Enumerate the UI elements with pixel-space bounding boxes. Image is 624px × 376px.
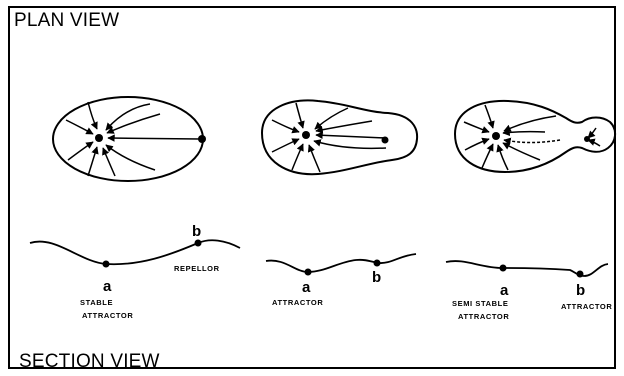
- point-b-marker-3: [577, 271, 584, 278]
- flow-arrows-2: [272, 103, 386, 172]
- flow-arrows-3: [464, 105, 600, 170]
- point-a-label-2: a: [302, 279, 311, 296]
- point-a-label-1: a: [103, 278, 112, 295]
- repellor-point-1: [198, 135, 206, 143]
- stable-attractor-label-line2: ATTRACTOR: [82, 311, 133, 320]
- attractor-point-2: [302, 131, 310, 139]
- point-a-marker-3: [500, 265, 507, 272]
- flow-arrows-1: [66, 102, 200, 176]
- point-b-marker-2: [374, 260, 381, 267]
- point-b-label-1: b: [192, 223, 201, 240]
- point-b-marker-1: [195, 240, 202, 247]
- point-b-label-2: b: [372, 269, 381, 286]
- section-panel-2: a b ATTRACTOR: [266, 254, 416, 307]
- attractor-label-2: ATTRACTOR: [272, 298, 323, 307]
- basin-outline-3: [455, 101, 615, 172]
- plan-panel-1: [53, 97, 206, 181]
- point-a-marker-1: [103, 261, 110, 268]
- point-a-marker-2: [305, 269, 312, 276]
- semi-stable-label-line1: SEMI STABLE: [452, 299, 508, 308]
- section-panel-1: a b STABLE ATTRACTOR REPELLOR: [30, 223, 240, 320]
- point-b-label-3: b: [576, 282, 585, 299]
- semi-stable-label-line2: ATTRACTOR: [458, 312, 509, 321]
- attractor-label-3: ATTRACTOR: [561, 302, 612, 311]
- section-panel-3: a b SEMI STABLE ATTRACTOR ATTRACTOR: [446, 261, 612, 321]
- potential-curve-3: [446, 261, 608, 276]
- potential-curve-1: [30, 240, 240, 264]
- repellor-label: REPELLOR: [174, 264, 220, 273]
- potential-curve-2: [266, 254, 416, 272]
- plan-panel-2: [262, 100, 417, 174]
- attractor-point-3: [492, 132, 500, 140]
- attractor-point-1: [95, 134, 103, 142]
- point-a-label-3: a: [500, 282, 509, 299]
- lobe-point-3: [584, 136, 590, 142]
- plan-panel-3: [455, 101, 615, 172]
- second-point-2: [382, 137, 389, 144]
- stable-attractor-label-line1: STABLE: [80, 298, 113, 307]
